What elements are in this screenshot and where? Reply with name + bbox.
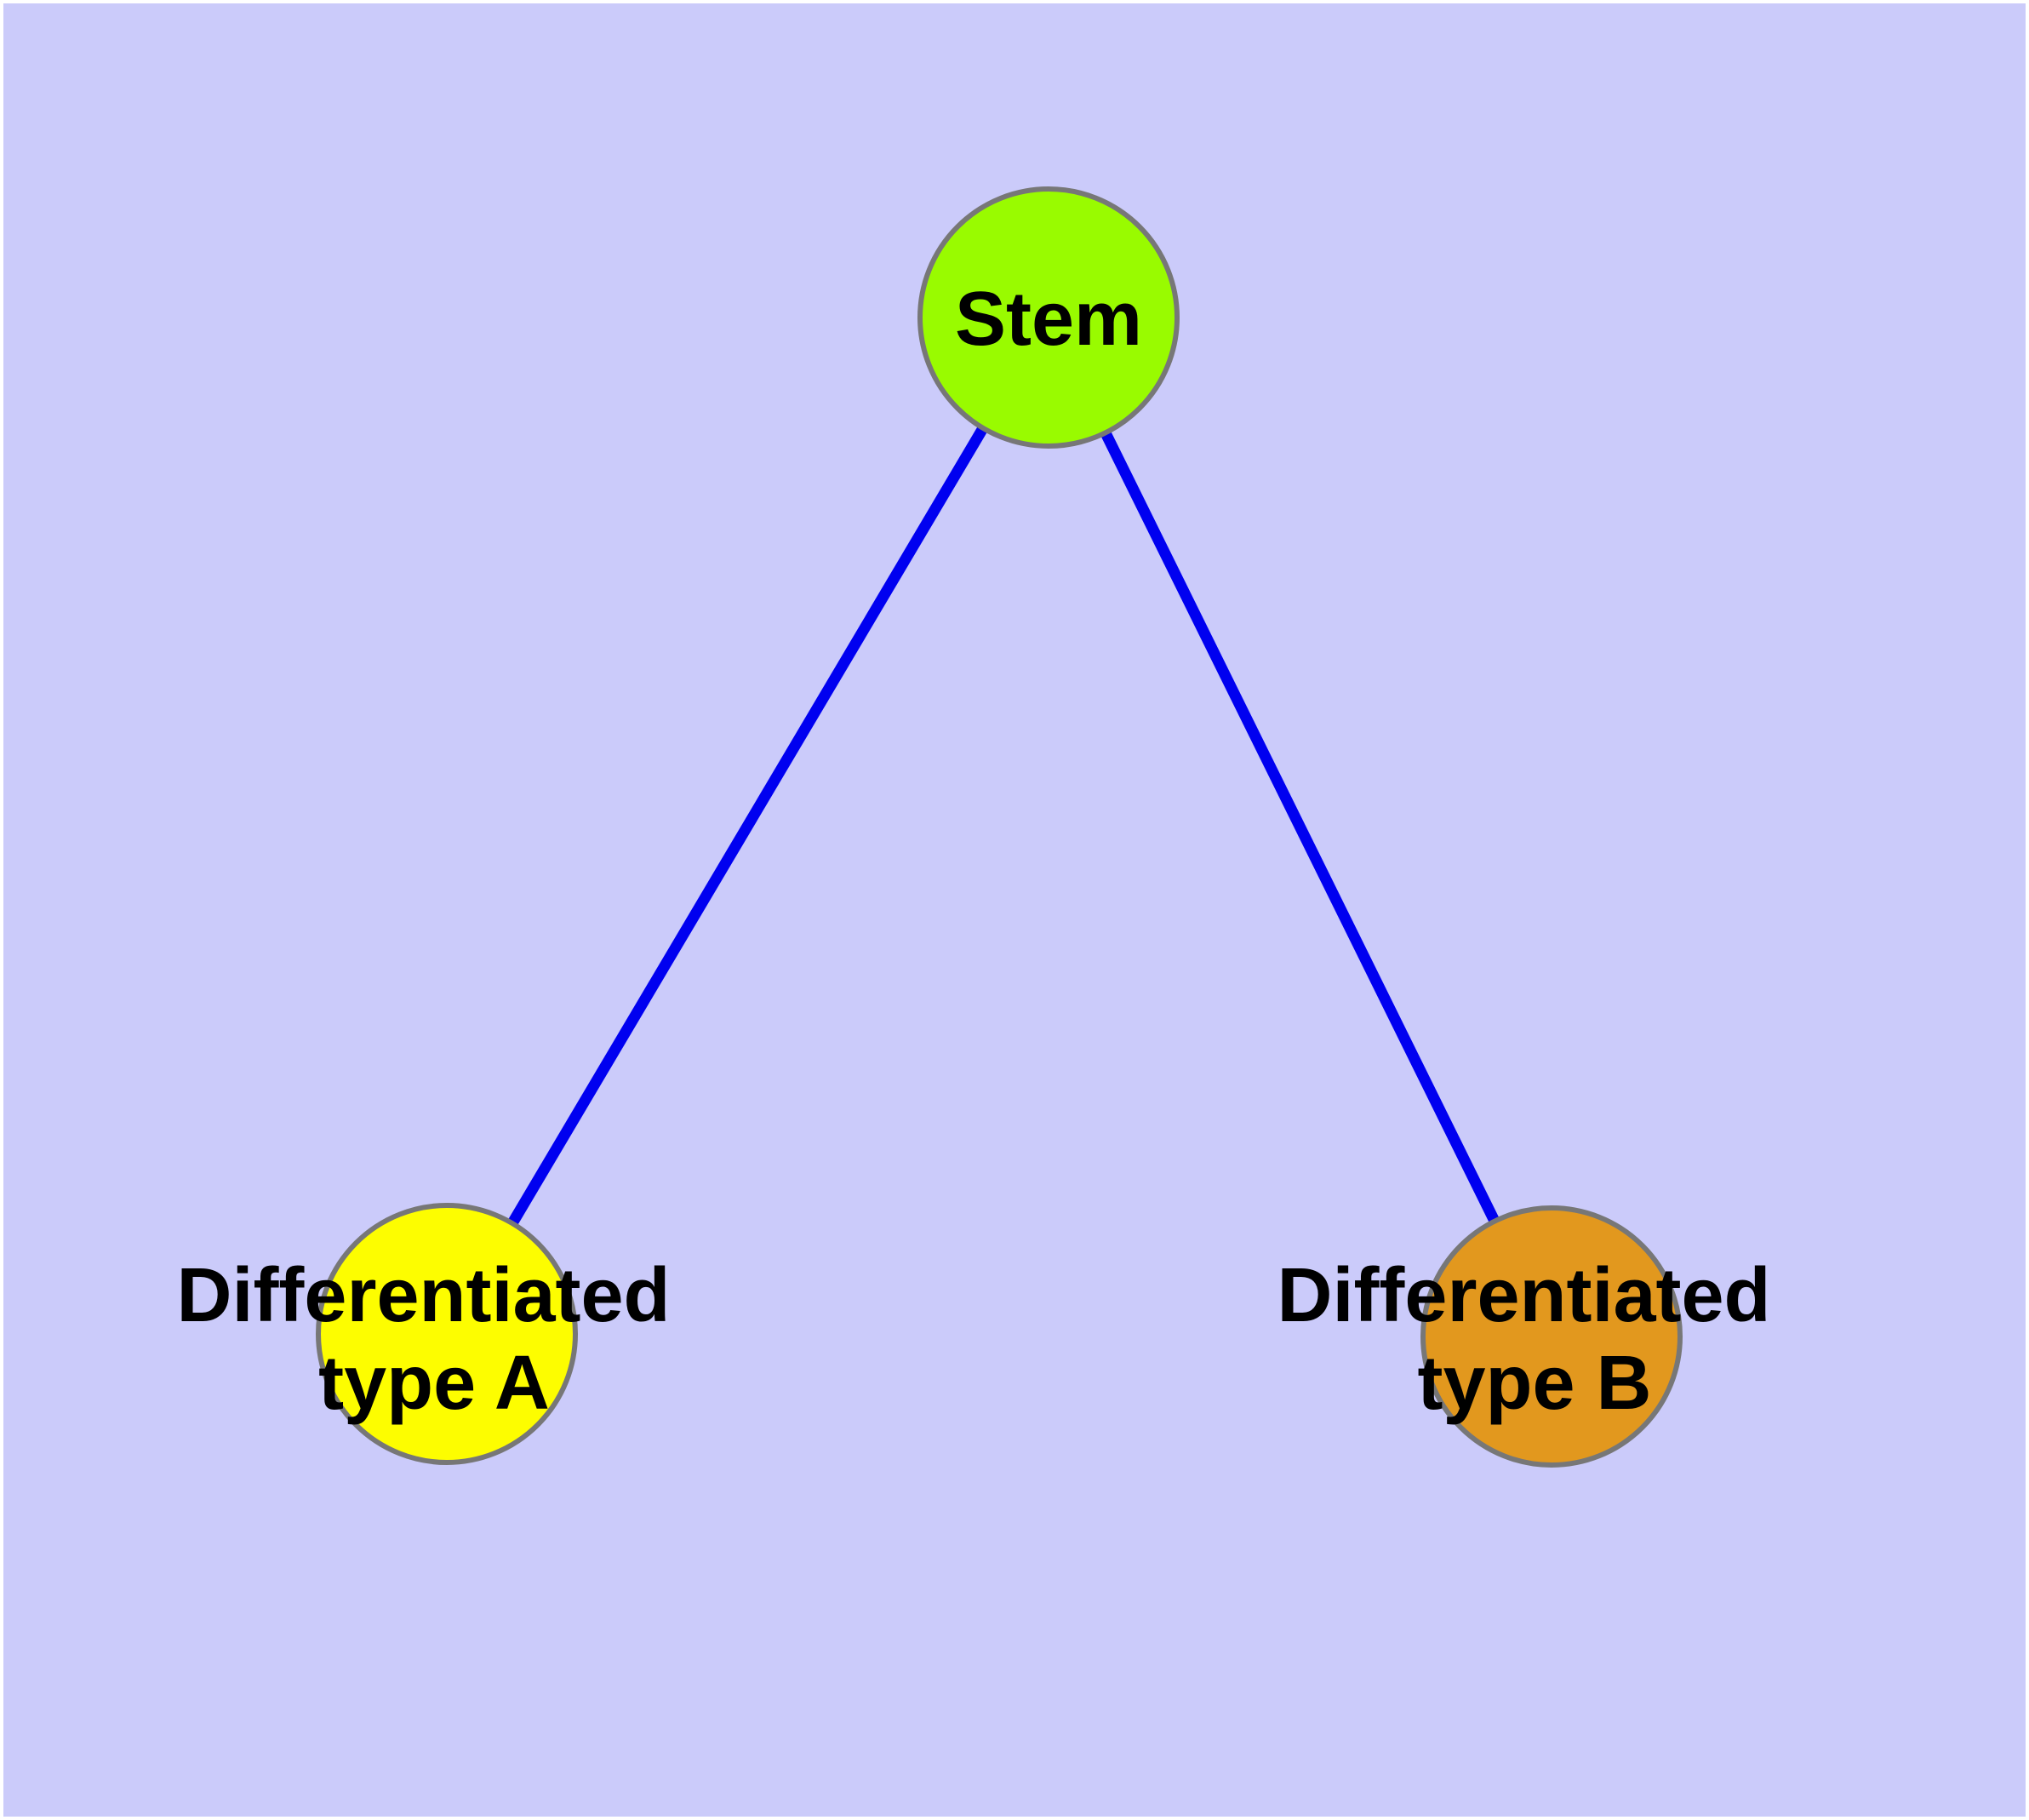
edges	[442, 314, 1557, 1339]
labels: Stem Differentiated type A Differentiate…	[176, 277, 1792, 1426]
node-type-b-label-line1: Differentiated	[1277, 1253, 1770, 1338]
edge-stem-to-type-b	[1043, 315, 1557, 1339]
node-type-b-label: Differentiated type B	[1277, 1253, 1792, 1426]
node-type-b-label-line2: type B	[1417, 1341, 1651, 1426]
node-type-a-label-line2: type A	[318, 1341, 550, 1426]
nodes	[316, 186, 1683, 1468]
node-stem-label: Stem	[955, 277, 1142, 362]
node-type-a-label: Differentiated type A	[176, 1253, 691, 1426]
node-stem	[917, 186, 1180, 449]
edge-stem-to-type-a	[442, 314, 1054, 1337]
node-differentiated-type-b	[1420, 1205, 1683, 1468]
node-type-a-label-line1: Differentiated	[176, 1253, 670, 1338]
node-differentiated-type-a	[316, 1203, 578, 1465]
